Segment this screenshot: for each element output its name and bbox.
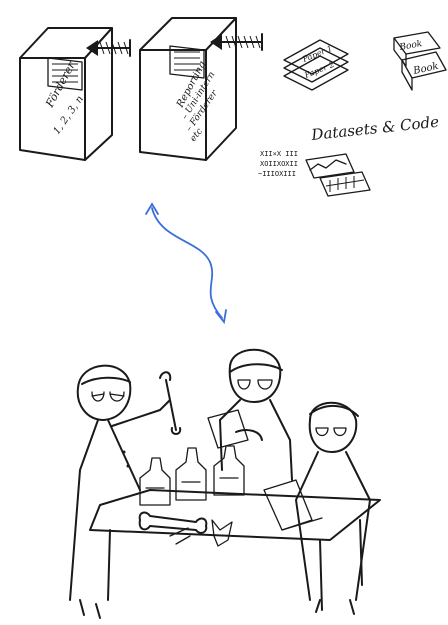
researcher-left	[70, 366, 180, 618]
book-icon: Book Book	[394, 32, 446, 90]
specimen-jars	[140, 446, 244, 505]
datasets-code: Datasets & Code XII×X III XOIIXOXII ~III…	[258, 113, 440, 196]
researchers-scene	[70, 350, 380, 618]
input-arrow-icon	[86, 40, 130, 56]
bones	[140, 513, 232, 546]
dataset-chart-icon	[306, 154, 370, 196]
code-line-3: ~IIIOXIII	[258, 170, 296, 178]
double-arrow-icon	[146, 204, 226, 322]
paper-stack-icon: Paper 1 Paper 2	[284, 40, 348, 90]
code-line-1: XII×X III	[260, 150, 298, 158]
researcher-right	[264, 403, 370, 614]
datasets-title: Datasets & Code	[310, 113, 440, 144]
code-line-2: XOIIXOXII	[260, 160, 298, 168]
